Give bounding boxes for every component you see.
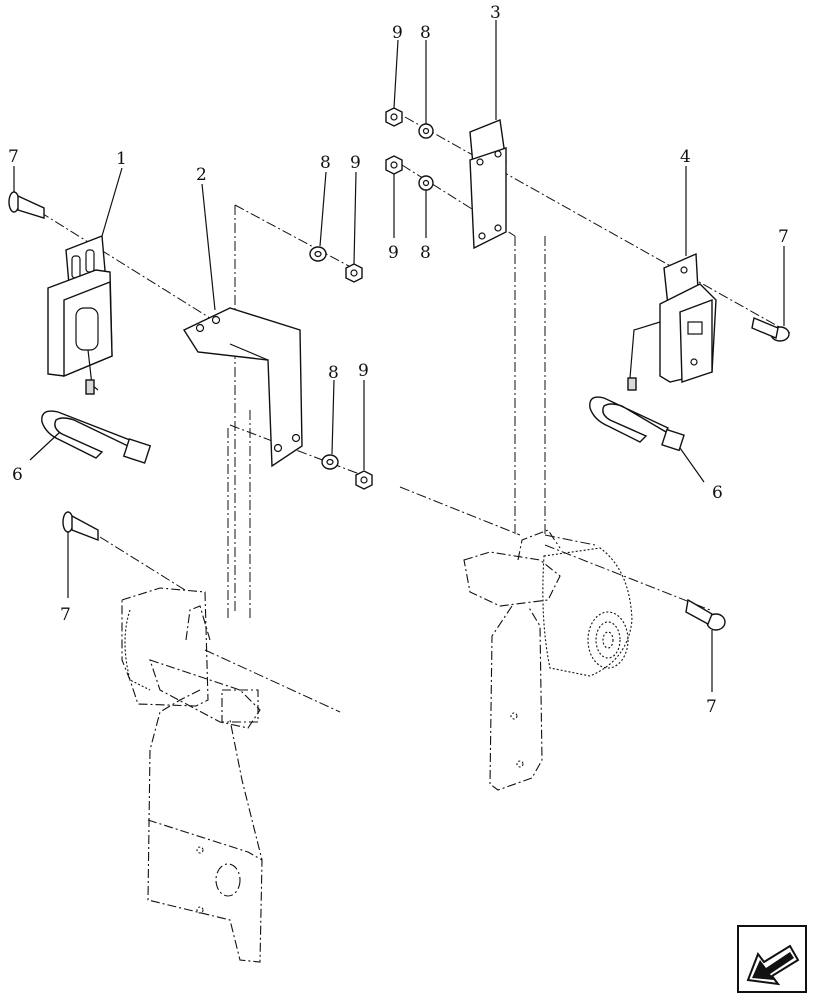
screw-top-left	[8, 191, 45, 219]
phantom-assembly-right	[463, 529, 633, 791]
callout-9-mid: 9	[388, 243, 399, 263]
mounting-plate-bracket	[469, 119, 507, 250]
cable-tie-right	[589, 396, 685, 452]
nut-lower-left	[355, 470, 373, 490]
callouts: 1 2 3 4 6 6 7 7 7 7 8 8 8 8 9 9 9 9	[8, 3, 789, 717]
screw-right-top	[751, 317, 790, 342]
callout-2: 2	[196, 165, 207, 185]
phantom-assembly-left	[121, 587, 263, 963]
work-light-right	[627, 252, 717, 391]
callout-7-right: 7	[778, 227, 789, 247]
arrow-back-icon	[746, 944, 800, 986]
nut-top-b	[385, 155, 403, 175]
callout-9-top: 9	[392, 23, 403, 43]
cable-tie-left	[41, 410, 152, 464]
callout-7-bottom-right: 7	[706, 697, 717, 717]
mounting-bracket-left	[182, 307, 303, 468]
callout-4: 4	[680, 147, 691, 167]
callout-7-left: 7	[60, 605, 71, 625]
callout-9-upper-left: 9	[350, 153, 361, 173]
washer-top-a	[418, 123, 434, 139]
washer-upper-left	[309, 246, 327, 262]
alignment-lines	[39, 116, 791, 713]
callout-3: 3	[490, 3, 501, 23]
washer-top-b	[418, 175, 434, 191]
washer-lower-left	[321, 454, 339, 470]
screw-right-bottom	[685, 598, 726, 631]
nut-upper-left	[345, 263, 363, 283]
callout-8-mid: 8	[420, 243, 431, 263]
callout-6-right: 6	[712, 483, 723, 503]
back-navigation-button[interactable]	[737, 925, 807, 993]
callout-8-lower-left: 8	[328, 363, 339, 383]
screw-mid-left	[62, 511, 99, 542]
leader-lines	[13, 20, 785, 692]
nut-top-a	[385, 107, 403, 127]
callout-9-lower-left: 9	[358, 361, 369, 381]
callout-6-left: 6	[12, 465, 23, 485]
callout-8-upper-left: 8	[320, 153, 331, 173]
work-light-left	[47, 235, 113, 395]
callout-7-top-left: 7	[8, 147, 19, 167]
callout-8-top: 8	[420, 23, 431, 43]
callout-1: 1	[116, 149, 127, 169]
